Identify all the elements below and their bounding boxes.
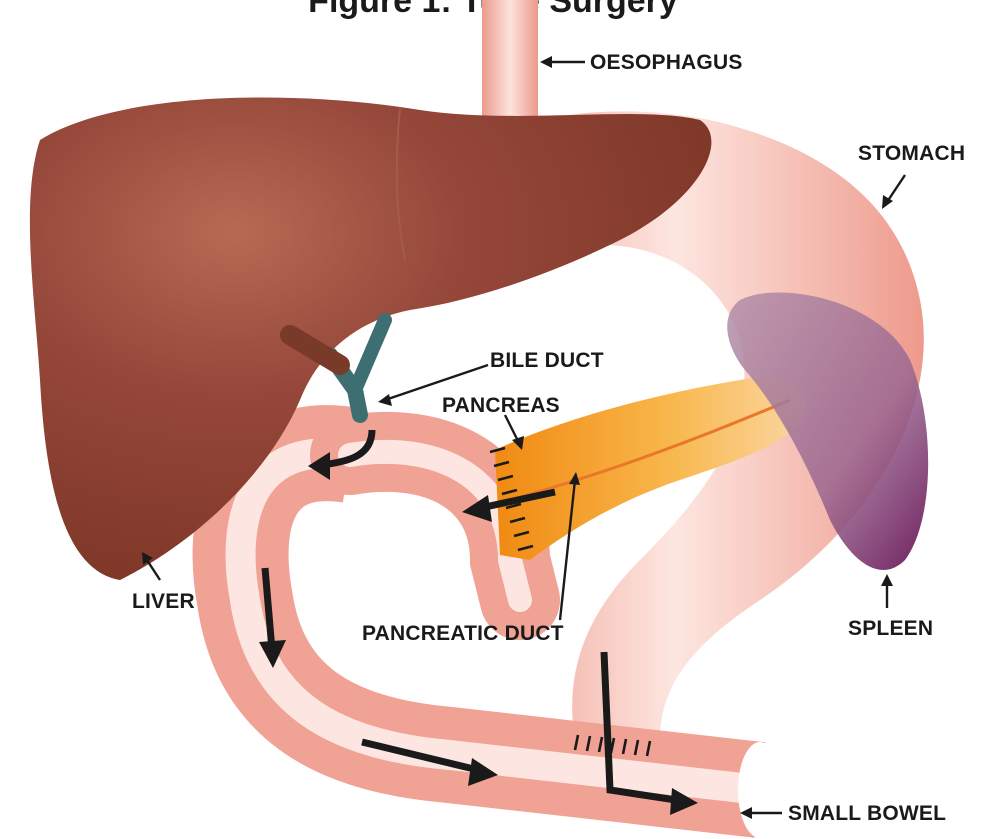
label-spleen: SPLEEN <box>848 617 933 640</box>
label-stomach: STOMACH <box>858 142 965 165</box>
label-pancreas: PANCREAS <box>442 394 560 417</box>
label-liver: LIVER <box>132 590 195 613</box>
label-bile-duct: BILE DUCT <box>490 349 604 372</box>
label-oesophagus: OESOPHAGUS <box>590 51 743 74</box>
label-small-bowel: SMALL BOWEL <box>788 802 946 825</box>
label-pancreatic-duct: PANCREATIC DUCT <box>362 622 564 645</box>
